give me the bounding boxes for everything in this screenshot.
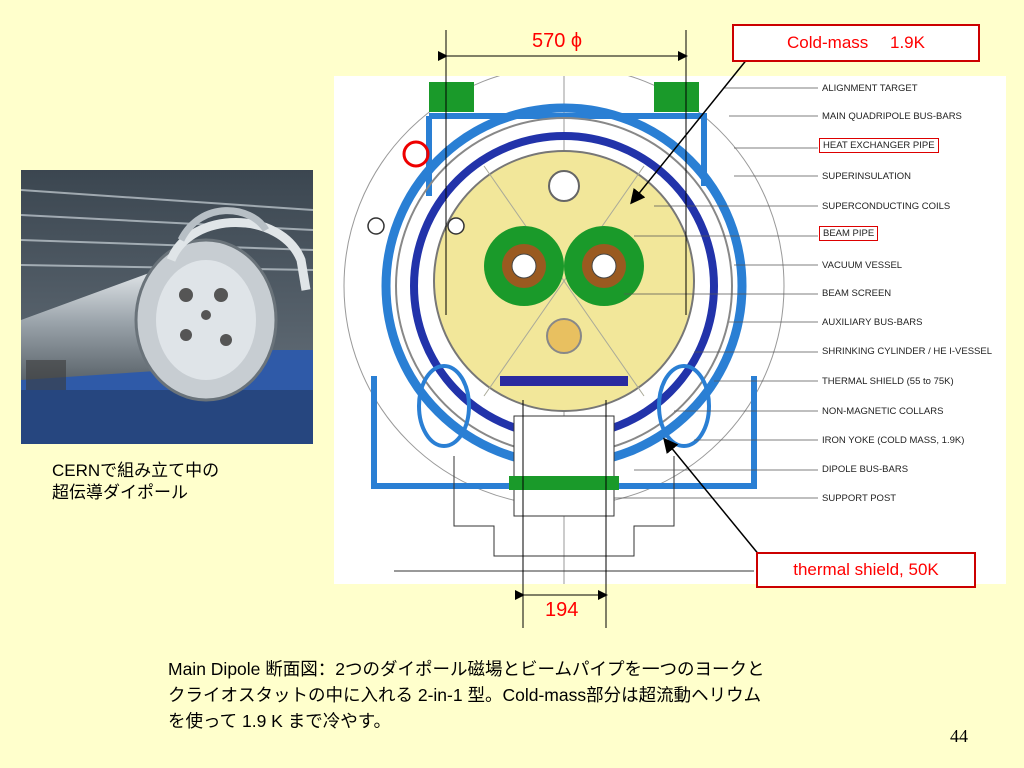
dimension-194-label: 194: [545, 599, 579, 621]
photo-caption-line-1: CERNで組み立て中の: [52, 461, 220, 480]
dipole-photo-image: [21, 170, 313, 444]
photo-caption: CERNで組み立て中の 超伝導ダイポール: [52, 460, 219, 504]
callout-iron-yoke: IRON YOKE (COLD MASS, 1.9K): [822, 435, 965, 446]
beam-pipe-marker-left: [367, 217, 385, 235]
dipole-photo: [21, 170, 313, 444]
page-number: 44: [950, 726, 968, 746]
callout-beam-pipe: BEAM PIPE: [819, 226, 879, 241]
callout-main-quadripole-bus-bars: MAIN QUADRIPOLE BUS-BARS: [822, 111, 962, 122]
main-description-line-1: Main Dipole 断面図：2つのダイポール磁場とビームパイプを一つのヨーク…: [168, 659, 765, 679]
callout-thermal-shield: THERMAL SHIELD (55 to 75K): [822, 376, 954, 387]
main-description: Main Dipole 断面図：2つのダイポール磁場とビームパイプを一つのヨーク…: [168, 656, 888, 734]
dimension-570-label: 570 ϕ: [532, 30, 583, 52]
beam-pipe-marker-right: [447, 217, 465, 235]
main-description-line-3: を使って 1.9 K まで冷やす。: [168, 711, 391, 731]
callout-non-magnetic-collars: NON-MAGNETIC COLLARS: [822, 406, 944, 417]
callout-vacuum-vessel: VACUUM VESSEL: [822, 260, 903, 271]
heat-exchanger-marker: [402, 140, 430, 168]
callout-auxiliary-bus-bars: AUXILIARY BUS-BARS: [822, 317, 923, 328]
callout-alignment-target: ALIGNMENT TARGET: [822, 83, 918, 94]
photo-caption-line-2: 超伝導ダイポール: [52, 483, 188, 502]
cross-section-drawing: [343, 65, 818, 584]
callout-support-post: SUPPORT POST: [822, 493, 897, 504]
callout-shrinking-cylinder: SHRINKING CYLINDER / HE I-VESSEL: [822, 346, 992, 357]
callout-superconducting-coils: SUPERCONDUCTING COILS: [822, 201, 951, 212]
callout-dipole-bus-bars: DIPOLE BUS-BARS: [822, 464, 909, 475]
main-description-line-2: クライオスタットの中に入れる 2-in-1 型。Cold-mass部分は超流動ヘ…: [168, 685, 762, 705]
callout-superinsulation: SUPERINSULATION: [822, 171, 912, 182]
callout-heat-exchanger-pipe: HEAT EXCHANGER PIPE: [819, 138, 939, 153]
cold-mass-label: Cold-mass 1.9K: [732, 24, 980, 62]
thermal-shield-label: thermal shield, 50K: [756, 552, 976, 588]
callout-beam-screen: BEAM SCREEN: [822, 288, 892, 299]
